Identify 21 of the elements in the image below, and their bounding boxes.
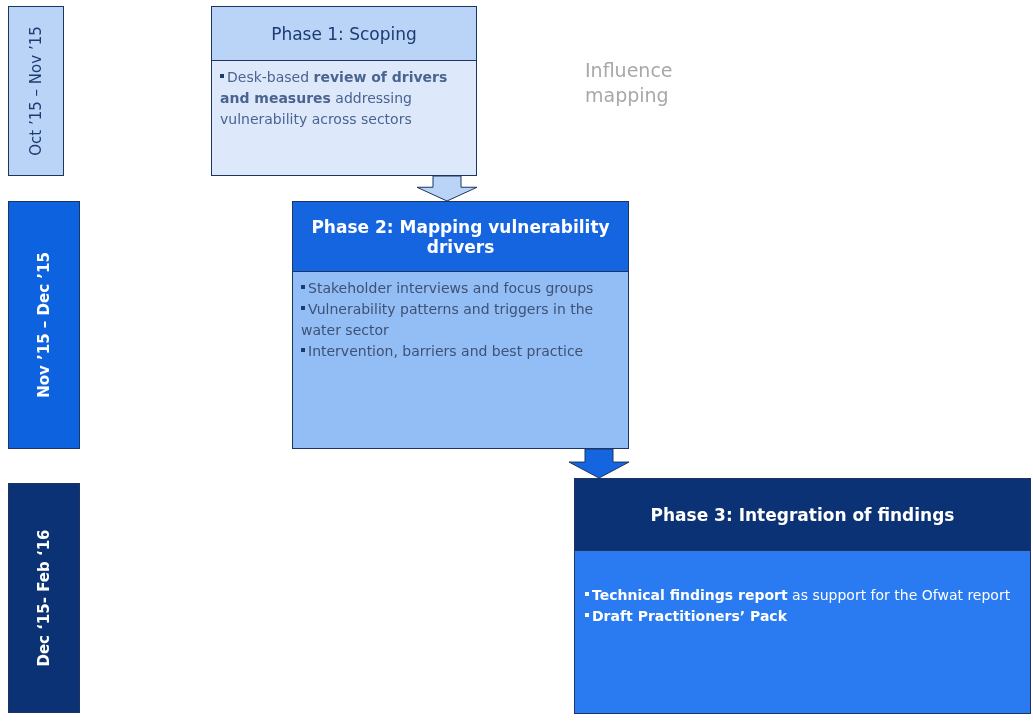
bullet-item: Technical findings report as support for the Ofwat report (585, 585, 1022, 606)
phase-box (211, 6, 477, 176)
faded-note: Influence mapping (585, 58, 674, 108)
date-range: Dec ‘15- Feb ‘16 (35, 528, 53, 669)
timeline-bar (8, 483, 80, 713)
phase-heading: Phase 2: Mapping vulnerability drivers (293, 202, 628, 272)
date-range: Nov ’15 – Dec ’15 (35, 251, 53, 400)
block-arrow (416, 175, 478, 202)
block-arrow (568, 448, 630, 479)
date-range: Oct ’15 – Nov ’15 (27, 25, 45, 158)
timeline-bar (8, 6, 64, 176)
bullet-item: Draft Practitioners’ Pack (585, 606, 1022, 627)
phase-heading: Phase 3: Integration of findings (575, 479, 1030, 551)
bullet-item: Vulnerability patterns and triggers in the water sector (301, 300, 595, 340)
timeline-bar (8, 201, 80, 449)
phase-heading: Phase 1: Scoping (212, 7, 476, 61)
bullet-item: Stakeholder interviews and focus groups (301, 278, 620, 299)
phase-box (574, 478, 1031, 714)
phase-box (292, 201, 629, 449)
bullet-item: Desk-based review of drivers and measures addressing vulnerability across sectors (220, 68, 449, 129)
bullet-item: Intervention, barriers and best practice (301, 341, 620, 362)
